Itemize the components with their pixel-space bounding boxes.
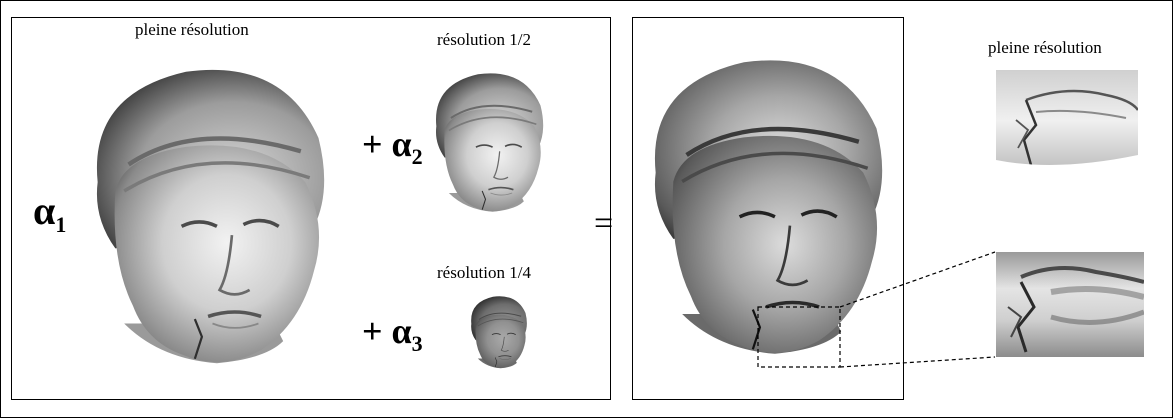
zoom-line-bottom [840, 357, 995, 367]
detail-full-resolution-crop [996, 70, 1138, 172]
detail-combined-crop [996, 252, 1144, 357]
detail-resolution-label: pleine résolution [988, 38, 1102, 58]
zoom-region-box [758, 307, 840, 367]
zoom-line-top [840, 252, 995, 307]
